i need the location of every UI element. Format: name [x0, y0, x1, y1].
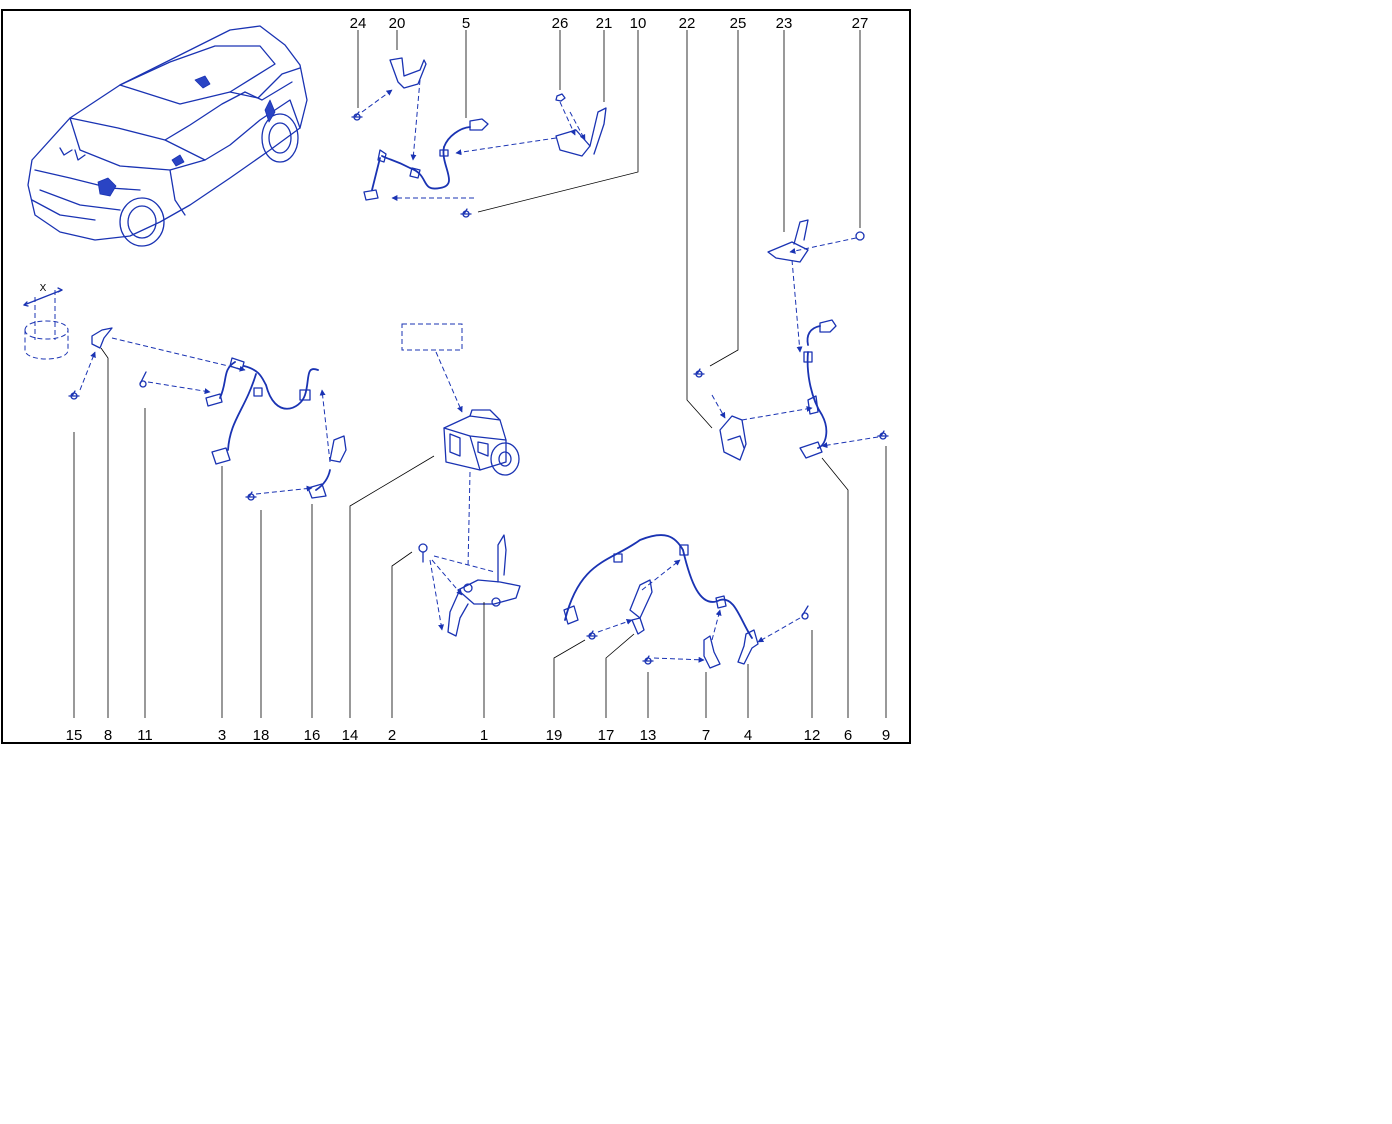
label-9: 9 — [882, 727, 890, 744]
label-27: 27 — [852, 15, 869, 32]
label-10: 10 — [630, 15, 647, 32]
label-17: 17 — [598, 727, 615, 744]
label-11: 11 — [137, 727, 153, 744]
label-23: 23 — [776, 15, 793, 32]
label-1: 1 — [480, 727, 488, 744]
dimension-label-x: X — [40, 283, 47, 294]
label-13: 13 — [640, 727, 657, 744]
label-7: 7 — [702, 727, 710, 744]
label-8: 8 — [104, 727, 112, 744]
label-5: 5 — [462, 15, 470, 32]
label-2: 2 — [388, 727, 396, 744]
bottom-sensor-assembly — [563, 534, 809, 669]
label-6: 6 — [844, 727, 852, 744]
label-18: 18 — [253, 727, 270, 744]
brake-sensor-exploded-diagram: 24 20 5 26 21 10 22 25 23 27 15 8 11 3 1… — [1, 9, 911, 744]
label-14: 14 — [342, 727, 359, 744]
right-sensor-assembly — [693, 219, 889, 461]
label-15: 15 — [66, 727, 83, 744]
label-24: 24 — [350, 15, 367, 32]
label-4: 4 — [744, 727, 752, 744]
top-sensor-assembly — [351, 57, 607, 218]
label-20: 20 — [389, 15, 406, 32]
abs-unit-assembly — [401, 323, 521, 637]
diagram-frame — [1, 9, 911, 744]
label-26: 26 — [552, 15, 569, 32]
label-21: 21 — [596, 15, 613, 32]
top-labels: 24 20 5 26 21 10 22 25 23 27 — [350, 15, 869, 32]
car-illustration — [27, 25, 308, 247]
label-16: 16 — [304, 727, 321, 744]
label-3: 3 — [218, 727, 226, 744]
bottom-labels: 15 8 11 3 18 16 14 2 1 19 17 13 7 4 12 6… — [66, 727, 891, 744]
label-22: 22 — [679, 15, 696, 32]
leader-lines — [73, 30, 887, 718]
label-25: 25 — [730, 15, 747, 32]
left-sensor-assembly — [23, 287, 347, 501]
label-19: 19 — [546, 727, 563, 744]
label-12: 12 — [804, 727, 821, 744]
